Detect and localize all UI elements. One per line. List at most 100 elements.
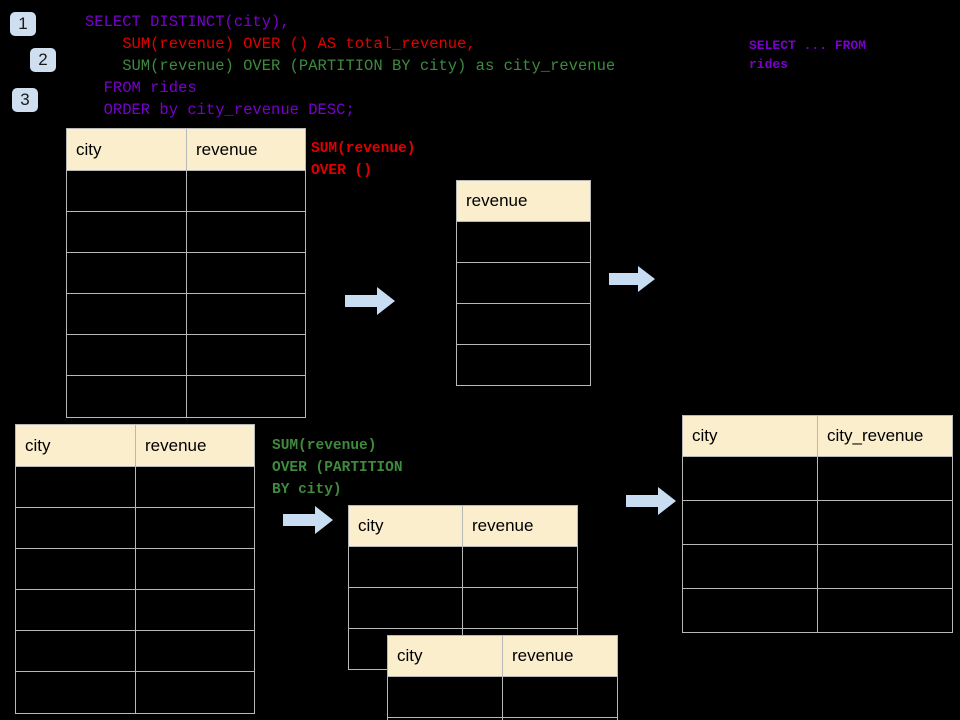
cell-revenue: [456, 344, 591, 386]
total-revenue-table: revenue: [456, 180, 591, 386]
sql-line-from-rides: FROM rides: [85, 79, 197, 97]
step-badge-2: 2: [30, 48, 56, 72]
rides-source-table-bottom: city revenue: [15, 424, 255, 714]
cell-city: [15, 671, 136, 714]
table-row: [682, 500, 953, 545]
table-row: [15, 630, 255, 672]
cell-revenue: [456, 221, 591, 263]
cell-revenue: [456, 262, 591, 304]
column-header-revenue: revenue: [462, 505, 578, 547]
annotation-sum-over-partition: SUM(revenue) OVER (PARTITION BY city): [272, 438, 403, 498]
cell-city: [682, 544, 818, 589]
column-header-revenue: revenue: [502, 635, 618, 677]
cell-city: [66, 375, 187, 418]
table-header-row: revenue: [456, 180, 591, 222]
column-header-revenue: revenue: [186, 128, 306, 171]
table-row: [66, 334, 306, 376]
cell-city-revenue: [817, 588, 953, 633]
table-header-row: city revenue: [15, 424, 255, 467]
cell-city-revenue: [817, 456, 953, 501]
column-header-city: city: [348, 505, 463, 547]
cell-revenue: [456, 303, 591, 345]
result-table: city city_revenue: [682, 415, 953, 633]
cell-city: [682, 500, 818, 545]
cell-city: [387, 676, 503, 718]
rides-source-table-top: city revenue: [66, 128, 306, 418]
table-row: [15, 589, 255, 631]
sql-line-sum-over-empty: SUM(revenue) OVER () AS total_revenue,: [85, 35, 476, 53]
step-badge-1: 1: [10, 12, 36, 36]
cell-city: [66, 252, 187, 294]
cell-revenue: [186, 293, 306, 335]
table-row: [682, 544, 953, 589]
table-row: [456, 303, 591, 345]
cell-city: [348, 587, 463, 629]
sql-line-sum-over-partition: SUM(revenue) OVER (PARTITION BY city) as…: [85, 57, 616, 75]
cell-city: [682, 456, 818, 501]
cell-revenue: [186, 252, 306, 294]
cell-city: [66, 293, 187, 335]
partition-group-table-front: city revenue: [387, 635, 618, 720]
table-row: [456, 262, 591, 304]
column-header-city: city: [66, 128, 187, 171]
cell-city: [15, 507, 136, 549]
cell-revenue: [135, 671, 255, 714]
table-row: [456, 344, 591, 386]
table-row: [66, 170, 306, 212]
arrow-top-left: [345, 287, 395, 320]
cell-city: [348, 546, 463, 588]
table-row: [66, 375, 306, 418]
table-header-row: city revenue: [387, 635, 618, 677]
cell-revenue: [186, 170, 306, 212]
table-row: [348, 546, 578, 588]
cell-city: [66, 211, 187, 253]
table-row: [15, 507, 255, 549]
cell-revenue: [502, 717, 618, 720]
table-row: [387, 676, 618, 718]
column-header-revenue: revenue: [135, 424, 255, 467]
column-header-city: city: [387, 635, 503, 677]
cell-revenue: [186, 211, 306, 253]
table-header-row: city revenue: [66, 128, 306, 171]
cell-city: [15, 630, 136, 672]
table-header-row: city revenue: [348, 505, 578, 547]
cell-city: [66, 334, 187, 376]
cell-city: [682, 588, 818, 633]
sql-line-select-distinct: SELECT DISTINCT(city),: [85, 13, 290, 31]
annotation-select-from-rides: SELECT ... FROM rides: [749, 38, 867, 72]
cell-revenue: [135, 630, 255, 672]
cell-revenue: [186, 334, 306, 376]
sql-line-order-by: ORDER by city_revenue DESC;: [85, 101, 355, 119]
cell-revenue: [462, 546, 578, 588]
cell-revenue: [186, 375, 306, 418]
table-row: [348, 587, 578, 629]
cell-city: [66, 170, 187, 212]
cell-revenue: [135, 589, 255, 631]
table-row: [66, 211, 306, 253]
step-badge-3: 3: [12, 88, 38, 112]
table-row: [15, 548, 255, 590]
cell-city: [15, 589, 136, 631]
cell-city-revenue: [817, 500, 953, 545]
column-header-city: city: [682, 415, 818, 457]
table-row: [66, 293, 306, 335]
table-header-row: city city_revenue: [682, 415, 953, 457]
cell-revenue: [135, 507, 255, 549]
table-row: [682, 588, 953, 633]
column-header-city: city: [15, 424, 136, 467]
column-header-revenue: revenue: [456, 180, 591, 222]
cell-revenue: [135, 466, 255, 508]
cell-city: [15, 466, 136, 508]
cell-revenue: [502, 676, 618, 718]
cell-city-revenue: [817, 544, 953, 589]
arrow-bottom-right: [626, 487, 676, 520]
table-row: [682, 456, 953, 501]
cell-city: [15, 548, 136, 590]
table-row: [456, 221, 591, 263]
table-row: [15, 466, 255, 508]
arrow-top-right: [609, 266, 655, 297]
annotation-sum-over-empty: SUM(revenue) OVER (): [311, 141, 416, 179]
table-row: [15, 671, 255, 714]
cell-revenue: [135, 548, 255, 590]
